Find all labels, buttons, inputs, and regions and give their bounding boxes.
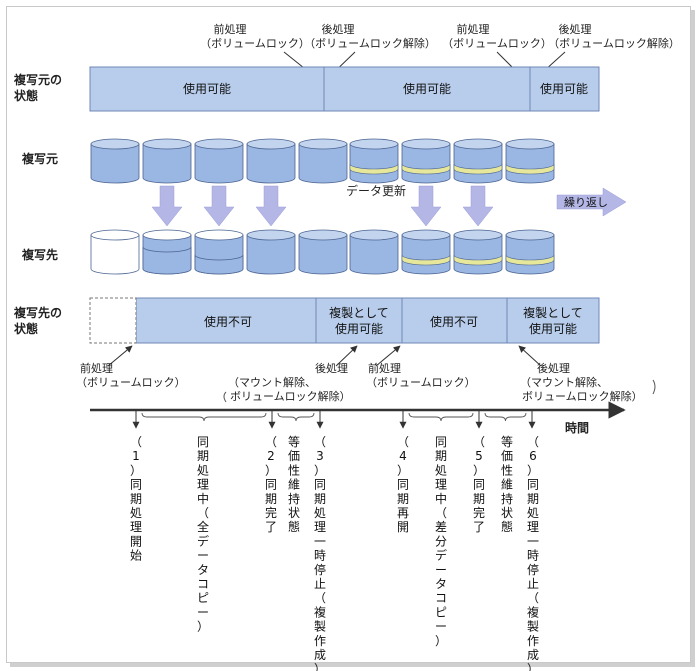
- event-1-label: （1）同期処理開始: [130, 435, 142, 563]
- top-label-1-line2: （ボリュームロック）: [200, 37, 310, 50]
- timeline-labels: （1）同期処理開始 （2）同期完了 （3）同期処理一時停止（複製作成） （4）同期再開…: [130, 435, 539, 671]
- top-label-2-line1: 後処理: [322, 22, 355, 36]
- source-disk-4: [246, 138, 296, 184]
- target-state-segment-2: 使用不可: [204, 314, 252, 329]
- copy-arrow-3: [255, 185, 287, 227]
- bottom-label-4-line1: 後処理: [537, 361, 570, 375]
- phase-2-label: 等価性維持状態: [288, 435, 300, 534]
- event-4-label: （4）同期再開: [397, 435, 409, 534]
- copy-arrow-2: [203, 185, 235, 227]
- top-label-3-line2: （ボリュームロック）: [442, 37, 552, 50]
- target-disk-6: [349, 229, 399, 275]
- bottom-label-2-line3: ボリュームロック解除）: [230, 389, 351, 403]
- top-label-1-line1: 前処理: [214, 22, 247, 36]
- source-state-segment-3: 使用可能: [540, 81, 588, 96]
- target-state-bar: 使用不可 複製として 使用可能 使用不可 複製として 使用可能: [89, 297, 600, 344]
- bottom-label-1-line1: 前処理: [80, 361, 113, 375]
- target-state-label-line2: 状態: [14, 321, 38, 336]
- source-disk-6: [349, 138, 399, 184]
- target-state-segment-blank: [89, 297, 137, 344]
- target-disk-1: [90, 229, 140, 275]
- target-state-background: [135, 297, 600, 344]
- phase-1-label: 同期処理中（全データコピー）: [197, 435, 209, 634]
- target-state-segment-4: 使用不可: [430, 314, 478, 329]
- target-state-segment-5-line1: 複製として: [523, 305, 583, 320]
- target-disk-row: [90, 229, 555, 275]
- target-disk-4: [246, 229, 296, 275]
- target-disk-2: [142, 229, 192, 275]
- source-disk-row: [90, 138, 555, 184]
- event-5-label: （5）同期完了: [473, 435, 485, 534]
- source-disk-5: [298, 138, 348, 184]
- target-disk-8: [453, 229, 503, 275]
- top-label-4-line1: 後処理: [559, 22, 592, 36]
- brace-phase-2: [277, 412, 315, 422]
- bottom-label-2-line1: 後処理: [315, 361, 348, 375]
- target-label: 複写先: [21, 247, 58, 262]
- paren-right-2: [652, 379, 656, 395]
- bottom-arrow-3: [375, 345, 401, 367]
- source-state-background: [89, 66, 600, 112]
- source-disk-3: [194, 138, 244, 184]
- copy-arrow-group: [151, 185, 494, 227]
- timeline-ticks: [132, 410, 536, 429]
- copy-arrow-5: [462, 185, 494, 227]
- source-label: 複写元: [21, 151, 58, 166]
- bottom-label-2-line2: （マウント解除、: [228, 375, 316, 389]
- bottom-label-1-line2: （ボリュームロック）: [76, 376, 186, 389]
- target-disk-5: [298, 229, 348, 275]
- event-6-label: （6）同期処理一時停止（複製作成）: [527, 435, 539, 671]
- target-state-segment-3-line2: 使用可能: [335, 321, 383, 336]
- source-state-label-line1: 複写元の: [13, 72, 62, 87]
- target-disk-7: [401, 229, 451, 275]
- bottom-arrow-2: [335, 345, 358, 367]
- bottom-label-4-line2: （マウント解除、: [520, 375, 608, 389]
- bottom-label-3-line1: 前処理: [368, 361, 401, 375]
- target-state-label-line1: 複写先の: [13, 305, 62, 320]
- bottom-label-4-line3: ボリュームロック解除）: [522, 389, 643, 403]
- repeat-label: 繰り返し: [564, 195, 608, 209]
- repeat-arrow-shape: [556, 187, 627, 217]
- source-disk-9: [505, 138, 555, 184]
- source-disk-2: [142, 138, 192, 184]
- source-state-label-line2: 状態: [14, 88, 38, 103]
- source-disk-7: [401, 138, 451, 184]
- target-disk-9: [505, 229, 555, 275]
- time-label: 時間: [565, 420, 589, 435]
- target-disk-3: [194, 229, 244, 275]
- timeline-braces: [141, 412, 527, 422]
- data-update-label: データ更新: [346, 183, 406, 198]
- source-state-bar: 使用可能 使用可能 使用可能: [89, 66, 600, 112]
- event-2-label: （2）同期完了: [265, 435, 277, 534]
- bottom-label-3-line2: （ボリュームロック）: [366, 376, 476, 389]
- copy-arrow-1: [151, 185, 183, 227]
- source-state-segment-2: 使用可能: [403, 81, 451, 96]
- source-disk-8: [453, 138, 503, 184]
- bottom-arrow-1: [107, 345, 133, 367]
- phase-3-label: 同期処理中（差分データコピー）: [435, 435, 447, 648]
- brace-phase-4: [484, 412, 527, 422]
- source-state-segment-1: 使用可能: [183, 81, 231, 96]
- top-label-4-line2: （ボリュームロック解除）: [548, 36, 680, 50]
- paren-left-1: [223, 391, 227, 403]
- top-label-2-line2: （ボリュームロック解除）: [304, 36, 436, 50]
- copy-arrow-4: [410, 185, 442, 227]
- brace-phase-3: [408, 412, 474, 422]
- phase-4-label: 等価性維持状態: [501, 435, 513, 534]
- repeat-arrow: 繰り返し: [556, 187, 627, 217]
- bottom-arrow-4: [518, 345, 542, 367]
- target-state-segment-3-line1: 複製として: [329, 305, 389, 320]
- source-disk-1: [90, 138, 140, 184]
- event-3-label: （3）同期処理一時停止（複製作成）: [314, 435, 326, 671]
- top-label-3-line1: 前処理: [457, 22, 490, 36]
- brace-phase-1: [141, 412, 267, 422]
- target-state-segment-5-line2: 使用可能: [529, 321, 577, 336]
